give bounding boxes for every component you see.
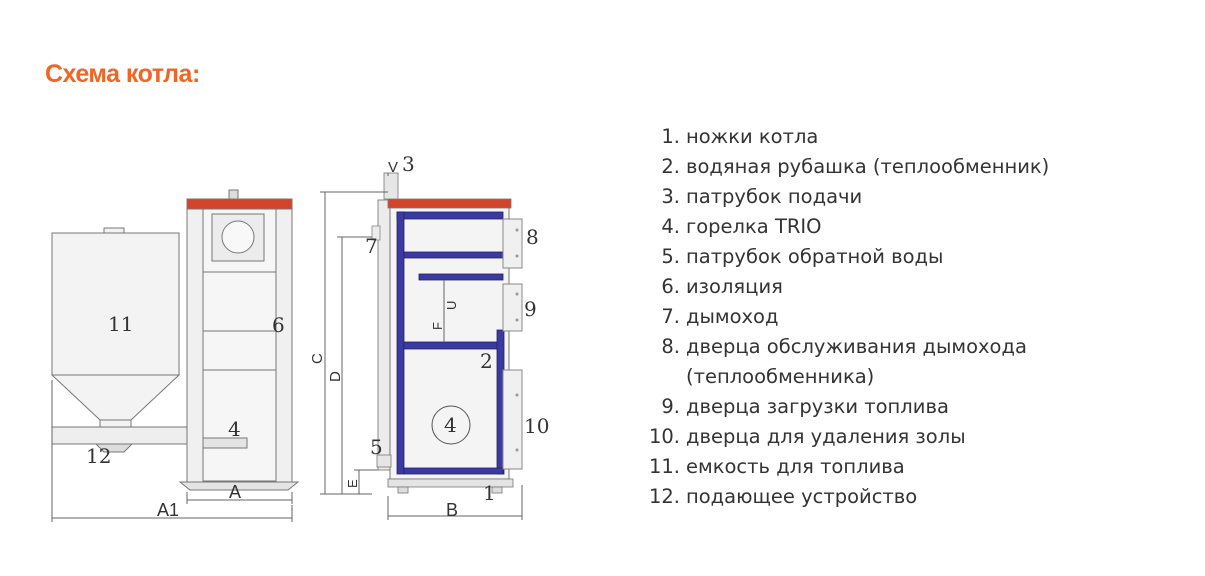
legend-item: 9.дверца загрузки топлива	[661, 395, 949, 418]
dimension-lines-front	[51, 380, 293, 522]
legend-item: 12.подающее устройство	[648, 485, 918, 508]
legend-item: 4.горелка TRIO	[661, 215, 822, 238]
dim-A: A	[229, 482, 241, 502]
label-4-section: 4	[444, 413, 457, 437]
legend-item: 5.патрубок обратной воды	[661, 245, 944, 268]
legend-item: 11.емкость для топлива	[648, 455, 905, 478]
dim-E: E	[345, 479, 360, 488]
dim-F: F	[430, 322, 445, 330]
feeder-device	[51, 426, 188, 453]
dim-A1: A1	[157, 500, 179, 520]
dim-C: C	[309, 353, 326, 364]
legend-list: 1.ножки котла 2.водяная рубашка (теплооб…	[640, 122, 1049, 512]
label-7: 7	[365, 234, 378, 258]
legend-item: (теплообменника)	[686, 365, 875, 388]
label-1: 1	[483, 481, 496, 505]
label-5: 5	[370, 435, 383, 459]
legend-item: 6.изоляция	[661, 275, 783, 298]
label-3: 3	[402, 152, 415, 176]
boiler-front	[178, 189, 300, 491]
label-4-front: 4	[228, 417, 241, 441]
boiler-diagram: 11 12 6 4 3 7 8 9 2 4 10 5 1 A A1 B V C …	[50, 152, 549, 522]
label-9: 9	[524, 297, 537, 321]
label-10: 10	[524, 414, 549, 438]
legend-item: 3.патрубок подачи	[661, 185, 863, 208]
legend-item: 8.дверца обслуживания дымохода	[661, 335, 1027, 358]
label-2: 2	[480, 349, 493, 373]
label-6: 6	[272, 313, 285, 337]
dimension-lines-section	[320, 173, 523, 520]
page-title: Схема котла:	[45, 60, 200, 88]
dim-B: B	[446, 500, 458, 520]
boiler-section	[371, 172, 523, 494]
dim-V: V	[388, 159, 398, 176]
legend-item: 1.ножки котла	[661, 125, 819, 148]
label-8: 8	[526, 225, 539, 249]
dim-D: D	[327, 371, 344, 382]
label-11: 11	[108, 312, 133, 336]
legend-item: 10.дверца для удаления золы	[648, 425, 966, 448]
dim-U: U	[444, 301, 459, 310]
label-12: 12	[86, 444, 111, 468]
legend-item: 2.водяная рубашка (теплообменник)	[661, 155, 1050, 178]
legend-item: 7.дымоход	[661, 305, 779, 328]
